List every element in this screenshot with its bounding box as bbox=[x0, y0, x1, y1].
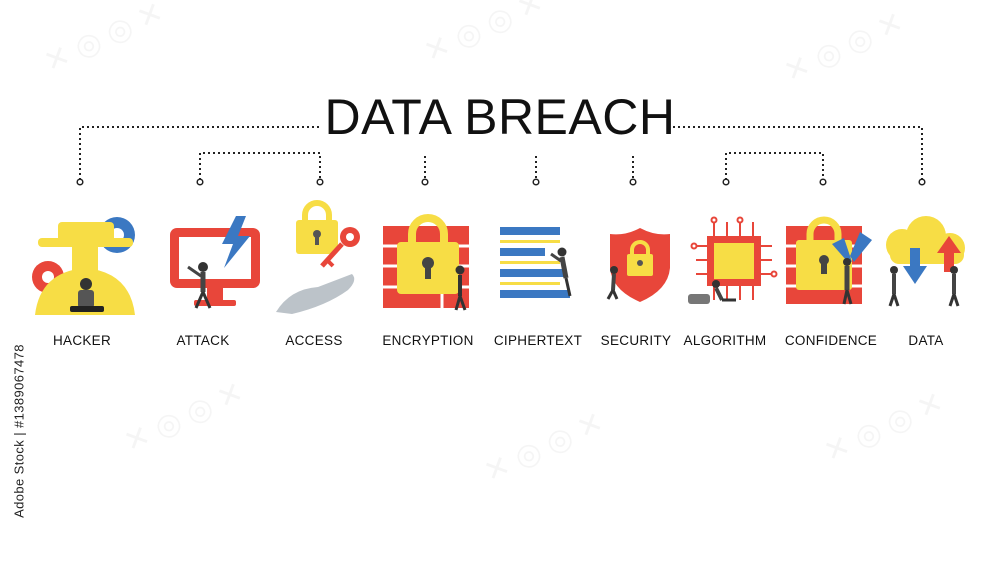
label-access: ACCESS bbox=[285, 333, 343, 348]
page-title: DATA BREACH bbox=[324, 89, 676, 145]
label-data: DATA bbox=[908, 333, 944, 348]
label-algorithm: ALGORITHM bbox=[683, 333, 767, 348]
stock-credit-text: Adobe Stock | #1389067478 bbox=[11, 344, 27, 518]
attack-icon bbox=[170, 216, 260, 309]
encryption-icon bbox=[383, 214, 469, 311]
algorithm-icon bbox=[688, 216, 778, 304]
data-icon bbox=[886, 216, 965, 307]
label-hacker: HACKER bbox=[52, 333, 112, 348]
access-icon bbox=[276, 200, 360, 314]
confidence-icon bbox=[786, 216, 872, 305]
label-encryption: ENCRYPTION bbox=[382, 333, 474, 348]
label-confidence: CONFIDENCE bbox=[784, 333, 878, 348]
security-icon bbox=[606, 228, 670, 302]
stock-credit: Adobe Stock | #1389067478 bbox=[10, 316, 28, 546]
label-ciphertext: CIPHERTEXT bbox=[493, 333, 583, 348]
label-attack: ATTACK bbox=[176, 333, 230, 348]
ciphertext-icon bbox=[500, 227, 572, 298]
label-security: SECURITY bbox=[600, 333, 672, 348]
hacker-icon bbox=[32, 217, 135, 315]
